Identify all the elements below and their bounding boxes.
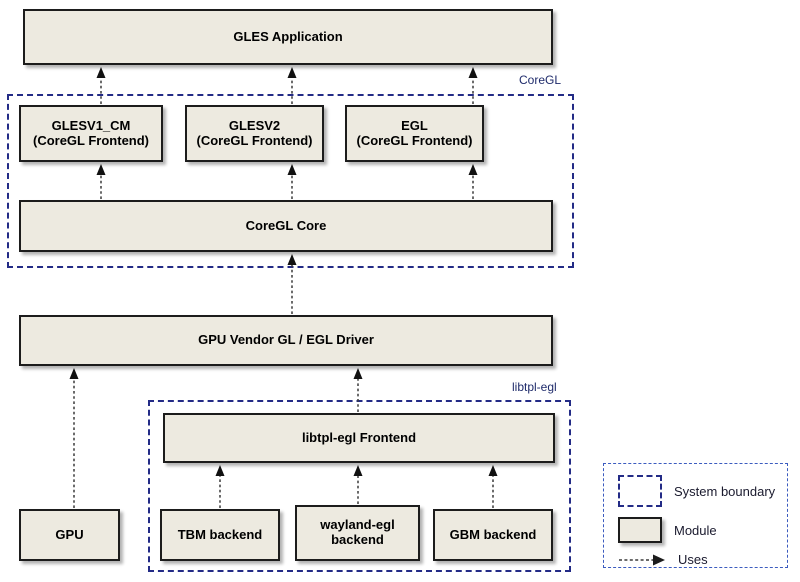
module-gles-application[interactable]: GLES Application: [23, 9, 553, 65]
module-label: libtpl-egl Frontend: [301, 429, 417, 445]
legend-item-uses: Uses: [618, 552, 708, 567]
system-boundary-coregl: [7, 94, 574, 268]
system-boundary-libtpl-egl-label: libtpl-egl: [512, 380, 557, 394]
module-glesv2[interactable]: GLESV2 (CoreGL Frontend): [185, 105, 324, 162]
system-boundary-coregl-label: CoreGL: [519, 73, 562, 87]
module-tbm-backend[interactable]: TBM backend: [160, 509, 280, 561]
legend: System boundary Module Uses: [603, 463, 788, 568]
module-label: GLESV1_CM (CoreGL Frontend): [32, 117, 150, 148]
module-label: GPU: [55, 526, 84, 542]
module-label: GBM backend: [449, 526, 537, 542]
module-coregl-core[interactable]: CoreGL Core: [19, 200, 553, 252]
module-libtpl-egl-frontend[interactable]: libtpl-egl Frontend: [163, 413, 555, 463]
legend-label: System boundary: [674, 483, 776, 499]
module-gbm-backend[interactable]: GBM backend: [433, 509, 553, 561]
legend-label: Uses: [678, 552, 708, 567]
system-boundary-swatch-icon: [618, 475, 662, 507]
legend-label: Module: [674, 522, 717, 538]
module-label: GPU Vendor GL / EGL Driver: [198, 332, 374, 348]
module-label: GLES Application: [233, 28, 343, 44]
module-swatch-icon: [618, 517, 662, 543]
module-glesv1-cm[interactable]: GLESV1_CM (CoreGL Frontend): [19, 105, 163, 162]
legend-item-module: Module: [618, 517, 717, 543]
module-gpu[interactable]: GPU: [19, 509, 120, 561]
module-label: TBM backend: [177, 526, 263, 542]
uses-arrow: [69, 368, 79, 508]
module-label: CoreGL Core: [245, 217, 327, 233]
legend-item-system-boundary: System boundary: [618, 475, 775, 507]
module-label: EGL (CoreGL Frontend): [356, 117, 473, 148]
system-boundary-libtpl-egl: [148, 400, 571, 572]
module-label: wayland-egl backend: [320, 517, 395, 547]
module-label: GLESV2 (CoreGL Frontend): [196, 117, 313, 148]
module-egl[interactable]: EGL (CoreGL Frontend): [345, 105, 484, 162]
module-gpu-vendor-driver[interactable]: GPU Vendor GL / EGL Driver: [19, 315, 553, 366]
uses-arrow-icon: [618, 553, 666, 567]
module-wayland-egl-backend[interactable]: wayland-egl backend: [295, 505, 420, 561]
